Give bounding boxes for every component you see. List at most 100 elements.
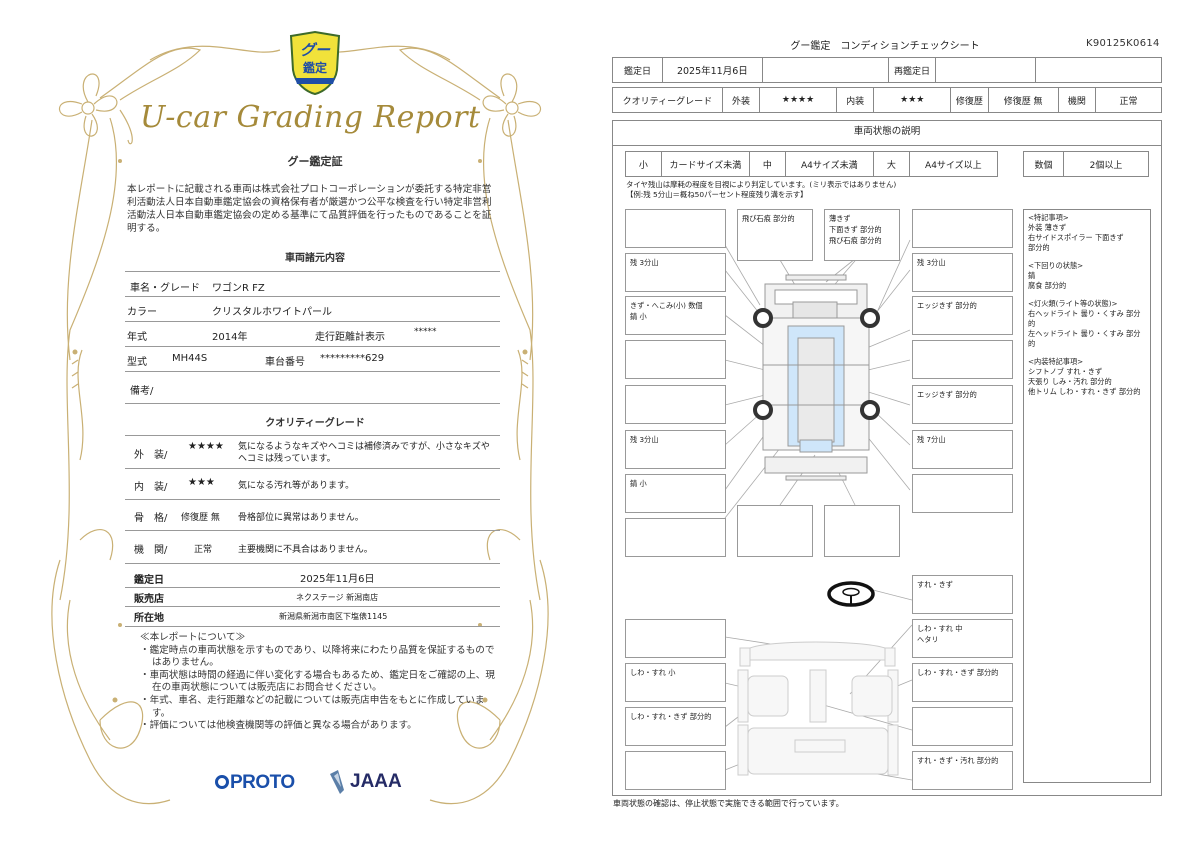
proto-logo: PROTO xyxy=(215,772,295,794)
spec-model-label: 型式 xyxy=(127,357,147,368)
proto-mark-icon xyxy=(215,775,229,789)
annotation-box-left-door-front xyxy=(625,340,726,379)
remarks-group-interior: <内装特記事項> シフトノブ すれ・きず 天張り しみ・汚れ 部分的 他トリム … xyxy=(1028,357,1141,396)
spec-model-value: MH44S xyxy=(172,353,208,364)
annotation-box-dashboard xyxy=(625,619,726,658)
annotation-box-console xyxy=(912,707,1013,746)
date-label: 鑑定日 xyxy=(612,57,663,83)
grade-engine-label: 機 関/ xyxy=(134,545,168,556)
sheet-id: K90125K0614 xyxy=(1086,38,1160,49)
annotation-box-front-bumper: 薄きず下面きず 部分的飛び石痕 部分的 xyxy=(824,209,900,261)
vehicle-condition-title: 車両状態の説明 xyxy=(612,120,1162,146)
spec-year-label: 年式 xyxy=(127,332,147,343)
note-item: ・鑑定時点の車両状態を示すものであり、以降将来にわたり品質を保証するものではあり… xyxy=(140,644,495,669)
info-date-label: 鑑定日 xyxy=(134,575,164,586)
spec-chassis-label: 車台番号 xyxy=(265,357,305,368)
note-item: ・年式、車名、走行距離などの記載については販売店申告をもとに作成しています。 xyxy=(140,694,485,719)
annotation-box-right-door-trim: しわ・すれ・きず 部分的 xyxy=(912,663,1013,702)
shield-badge-icon: グー 鑑定 xyxy=(289,30,341,96)
spec-name-label: 車名・グレード xyxy=(130,283,200,294)
annotation-box-front-right xyxy=(912,209,1013,248)
annotation-box-front-right-fender: エッジきず 部分的 xyxy=(912,296,1013,335)
repair-value: 修復歴 無 xyxy=(987,87,1059,113)
tire-note-line: タイヤ残山は摩耗の程度を目視により判定しています。(ミリ表示ではありません) xyxy=(626,180,897,189)
script-report-title: U-car Grading Report xyxy=(140,100,481,135)
note-item: ・評価については他検査機関等の評価と異なる場合があります。 xyxy=(140,720,417,732)
remarks-group-lights: <灯火類(ライト等の状態)> 右ヘッドライト 曇り・くすみ 部分的 左ヘッドライ… xyxy=(1028,299,1141,348)
note-item: ・車両状態は時間の経過に伴い変化する場合もあるため、鑑定日をご確認の上、現在の車… xyxy=(140,669,495,694)
info-shop-label: 販売店 xyxy=(134,594,164,605)
vehicle-condition-panel xyxy=(612,120,1162,796)
annotation-box-left-door-trim: しわ・すれ・きず 部分的 xyxy=(625,707,726,746)
grade-section-title: クオリティーグレード xyxy=(265,418,365,429)
size-key: 中 xyxy=(748,151,786,177)
reinspect-label: 再鑑定日 xyxy=(887,57,937,83)
annotation-box-steering: すれ・きず xyxy=(912,575,1013,614)
grade-frame-label: 骨 格/ xyxy=(134,513,168,524)
grade-frame-desc: 骨格部位に異常はありません。 xyxy=(238,513,364,523)
grade-interior-rating: ★★★ xyxy=(188,477,215,488)
divider xyxy=(125,321,500,322)
divider xyxy=(125,563,500,564)
date-value: 2025年11月6日 xyxy=(661,57,763,83)
grade-interior-label: 内 装/ xyxy=(134,482,168,493)
annotation-box-roof xyxy=(737,505,813,557)
divider xyxy=(125,530,500,531)
grade-frame-rating: 修復歴 無 xyxy=(181,513,220,523)
spec-odometer-value: ***** xyxy=(414,327,437,337)
grading-certificate: グー 鑑定 U-car Grading Report グー鑑定証 本レポートに記… xyxy=(51,30,549,805)
divider xyxy=(125,499,500,500)
size-desc: A4サイズ以上 xyxy=(908,151,999,177)
annotation-box-left-door-rear xyxy=(625,385,726,424)
size-key: 小 xyxy=(625,151,662,177)
info-address-value: 新潟県新潟市南区下塩俵1145 xyxy=(279,612,388,621)
divider xyxy=(125,346,500,347)
jaaa-logo: JAAA xyxy=(328,770,402,794)
info-date-value: 2025年11月6日 xyxy=(300,574,375,585)
exterior-label: 外装 xyxy=(721,87,761,113)
divider xyxy=(125,626,500,627)
annotation-box-rear-seat xyxy=(625,751,726,790)
inspection-date-table: 鑑定日 2025年11月6日 再鑑定日 xyxy=(612,57,1162,83)
annotation-box-rear-left xyxy=(625,518,726,557)
certificate-heading: グー鑑定証 xyxy=(287,155,343,168)
divider xyxy=(125,403,500,404)
engine-label: 機関 xyxy=(1057,87,1097,113)
special-remarks-panel: <特記事項> 外装 薄きず 右サイドスポイラー 下面きず 部分的 <下回りの状態… xyxy=(1023,209,1151,783)
damage-size-legend: 小 カードサイズ未満 中 A4サイズ未満 大 A4サイズ以上 xyxy=(625,151,999,177)
remarks-group-underbody: <下回りの状態> 錆 腐食 部分的 xyxy=(1028,261,1084,290)
divider xyxy=(125,435,500,436)
grade-engine-rating: 正常 xyxy=(194,545,213,555)
annotation-box-front-left xyxy=(625,209,726,248)
svg-text:グー: グー xyxy=(300,41,331,59)
grade-exterior-rating: ★★★★ xyxy=(188,441,224,452)
size-key: 大 xyxy=(872,151,910,177)
grade-exterior-label: 外 装/ xyxy=(134,450,168,461)
grade-engine-desc: 主要機関に不具合はありません。 xyxy=(238,545,373,555)
spec-color-value: クリスタルホワイトパール xyxy=(212,307,332,318)
annotation-box-rear-right-tire: 残 7分山 xyxy=(912,430,1013,469)
divider xyxy=(125,271,500,272)
blank-cell xyxy=(761,57,889,83)
tire-tread-note: タイヤ残山は摩耗の程度を目視により判定しています。(ミリ表示ではありません) 【… xyxy=(626,180,896,200)
size-desc: カードサイズ未満 xyxy=(660,151,750,177)
specs-section-title: 車両諸元内容 xyxy=(285,253,345,264)
count-desc: 2個以上 xyxy=(1063,151,1149,177)
remarks-group-special: <特記事項> 外装 薄きず 右サイドスポイラー 下面きず 部分的 xyxy=(1028,213,1124,252)
annotation-box-front-right-tire: 残 3分山 xyxy=(912,253,1013,292)
sheet-title: グー鑑定 コンディションチェックシート xyxy=(790,41,980,52)
annotation-box-rear-right-fender xyxy=(912,474,1013,513)
divider xyxy=(125,468,500,469)
annotation-box-right-door-rear: エッジきず 部分的 xyxy=(912,385,1013,424)
grade-interior-desc: 気になる汚れ等があります。 xyxy=(238,481,355,491)
interior-rating: ★★★ xyxy=(873,87,952,113)
spec-color-label: カラー xyxy=(127,307,157,318)
goo-kantei-badge-logo: グー 鑑定 xyxy=(287,30,343,96)
report-notes: ≪本レポートについて≫ ・鑑定時点の車両状態を示すものであり、以降将来にわたり品… xyxy=(140,632,500,733)
grade-exterior-desc: 気になるようなキズやヘコミは補修済みですが、小さなキズやヘコミは残っています。 xyxy=(238,442,490,464)
blank-cell xyxy=(1035,57,1162,83)
tire-note-line: 【例:残 5分山＝概ね50パーセント程度残り溝を示す】 xyxy=(626,190,808,199)
divider xyxy=(125,296,500,297)
annotation-box-front-left-fender: きず・へこみ(小) 数個錆 小 xyxy=(625,296,726,335)
interior-label: 内装 xyxy=(835,87,875,113)
